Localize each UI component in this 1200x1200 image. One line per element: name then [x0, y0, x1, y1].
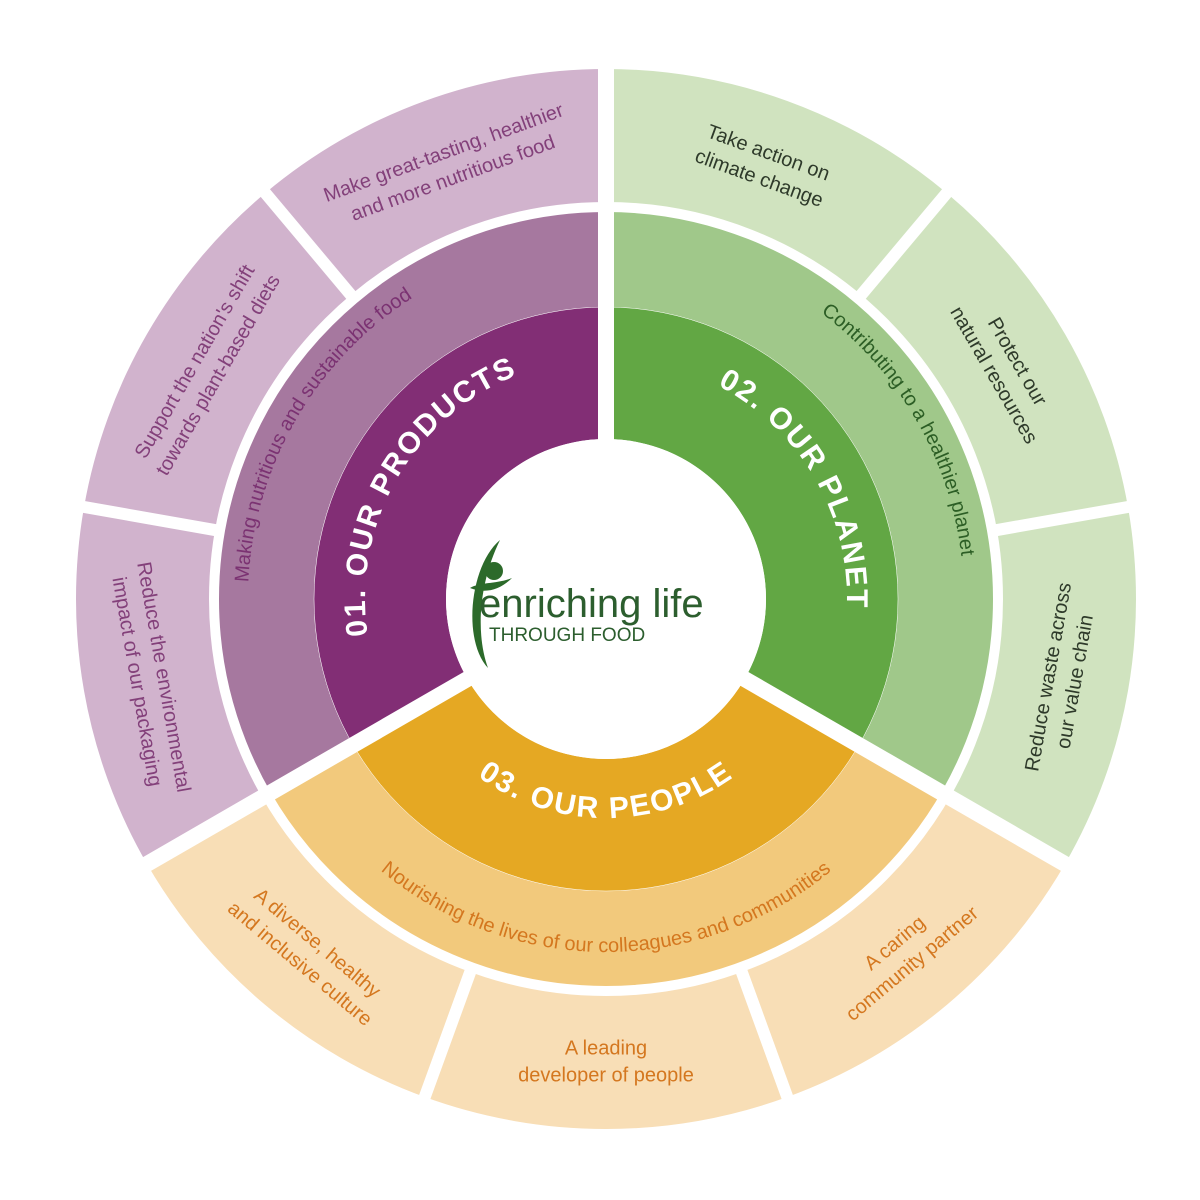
commitment-segment-planet-1 — [857, 192, 1128, 531]
commitment-line: developer of people — [518, 1065, 694, 1087]
pillar-ring-products — [314, 307, 606, 745]
logo-tagline: THROUGH FOOD — [489, 625, 645, 646]
commitment-segment-products-2 — [265, 69, 606, 299]
pillar-ring-planet — [606, 307, 898, 745]
segment-divider — [853, 187, 953, 303]
logo-wordmark: enriching life — [479, 582, 704, 626]
ring-divider — [209, 202, 1003, 996]
commitment-people-1: A leading developer of people — [518, 1038, 694, 1087]
segment-divider — [991, 500, 1131, 537]
center-circle — [446, 439, 766, 759]
segment-divider — [142, 789, 270, 871]
commitment-segment-products-0 — [75, 506, 267, 864]
segment-divider — [734, 965, 794, 1101]
commitment-segment-planet-2 — [945, 506, 1136, 864]
segment-divider — [418, 965, 478, 1101]
commitment-segment-people-1 — [424, 967, 788, 1130]
leaf-person-icon — [470, 540, 512, 668]
wheel-segments — [75, 67, 1136, 1130]
commitment-line: A leading — [565, 1038, 647, 1060]
commitment-segment-people-2 — [147, 795, 472, 1098]
pillar-ring-people — [353, 679, 859, 891]
ring-divider — [313, 306, 899, 892]
theme-ring-planet — [606, 207, 998, 795]
segment-divider — [81, 500, 221, 537]
theme-ring-people — [266, 745, 946, 991]
logo: enriching life THROUGH FOOD — [470, 540, 704, 668]
commitment-segment-products-1 — [84, 192, 355, 531]
theme-ring-products — [214, 207, 606, 795]
segment-divider — [942, 789, 1070, 871]
commitment-segment-people-0 — [740, 795, 1065, 1098]
segment-divider — [259, 187, 359, 303]
commitment-segment-planet-0 — [606, 69, 947, 299]
